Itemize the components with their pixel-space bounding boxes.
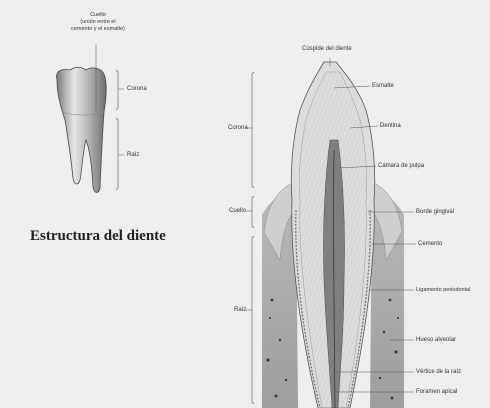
neck-region-label: Cuello [229,208,246,215]
pulp-chamber-label: Cámara de pulpa [378,163,424,170]
apical-foramen-label: Foramen apical [416,389,457,396]
small-crown-label: Corona [127,86,147,93]
alveolar-bone-label: Hueso alveolar [416,337,456,344]
crown-region-label: Corona [228,125,248,132]
molar-drawing [57,67,107,192]
neck-label-line: (unión entre el [64,19,132,26]
cement-label: Cemento [418,241,442,248]
diagram-title: Estructura del diente [30,228,166,245]
cusp-label: Cúspide del diente [302,46,352,53]
gingival-border-label: Borde gingival [416,209,454,216]
periodontal-ligament-label: Ligamento periodontal [416,287,470,294]
small-root-label: Raíz [127,152,139,159]
enamel-label: Esmalte [372,83,394,90]
root-apex-label: Vértice de la raíz [416,369,461,376]
root-region-label: Raíz [234,307,246,314]
neck-label-line: cemento y el esmalte) [64,26,132,33]
tooth-section [291,62,374,408]
dentin-label: Dentina [380,123,401,130]
neck-label: Cuello (unión entre el cemento y el esma… [64,12,132,33]
neck-label-line: Cuello [64,12,132,19]
